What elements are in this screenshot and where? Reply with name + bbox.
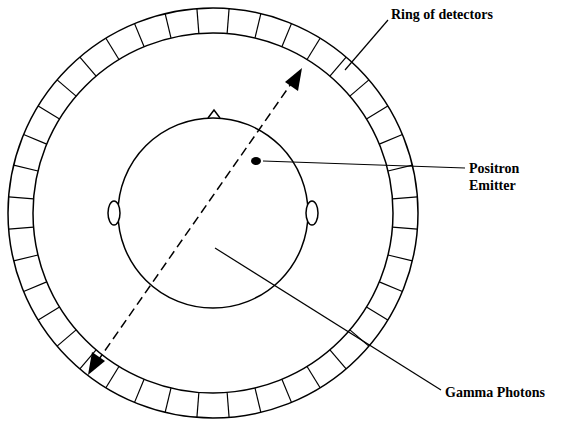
detector-segment: [379, 135, 402, 145]
detector-segment: [366, 106, 387, 119]
detector-segment: [197, 392, 199, 417]
detector-segment: [255, 14, 261, 38]
detector-segment: [9, 227, 34, 229]
detector-segment: [350, 80, 369, 96]
detector-segment: [330, 350, 346, 369]
ring-outer: [8, 8, 418, 418]
detector-segment: [227, 9, 229, 34]
detector-ring: [8, 8, 418, 418]
detector-segment: [392, 227, 417, 229]
arrowhead: [88, 352, 105, 375]
detector-segment: [392, 197, 417, 199]
right-ear: [306, 201, 318, 225]
part-label: Ring of detectors: [391, 6, 493, 23]
detector-segment: [330, 57, 346, 76]
detector-segment: [57, 80, 76, 96]
detector-segment: [106, 38, 119, 59]
detector-segment: [388, 255, 412, 261]
detector-segment: [307, 38, 320, 59]
detector-segment: [135, 379, 145, 402]
detector-segment: [38, 106, 59, 119]
detector-segment: [165, 14, 171, 38]
detector-segment: [106, 366, 119, 387]
positron-emitter-dot: [251, 157, 261, 165]
nose-symbol: [208, 110, 220, 118]
detector-segment: [227, 392, 229, 417]
left-ear: [108, 201, 120, 225]
detector-segment: [282, 379, 292, 402]
leader-line: [215, 248, 441, 390]
detector-segment: [366, 307, 387, 320]
leader-line: [263, 161, 465, 168]
arrowhead: [285, 68, 302, 91]
detector-segment: [9, 197, 34, 199]
detector-segment: [307, 366, 320, 387]
detector-segment: [80, 57, 96, 76]
detector-segment: [14, 165, 38, 171]
detector-segment: [38, 307, 59, 320]
ring-inner: [33, 33, 393, 393]
part-label: Gamma Photons: [445, 384, 545, 401]
detector-segment: [197, 9, 199, 34]
detector-segment: [165, 388, 171, 412]
head-outline: [118, 118, 308, 308]
detector-segment: [14, 255, 38, 261]
detector-segment: [24, 282, 47, 292]
detector-segment: [24, 135, 47, 145]
gamma-photon-path: [97, 81, 293, 362]
detector-segment: [282, 24, 292, 47]
part-label: Positron Emitter: [469, 160, 543, 194]
detector-segment: [135, 24, 145, 47]
detector-segment: [255, 388, 261, 412]
detector-segment: [379, 282, 402, 292]
leader-line: [345, 20, 388, 70]
detector-segment: [57, 330, 76, 346]
